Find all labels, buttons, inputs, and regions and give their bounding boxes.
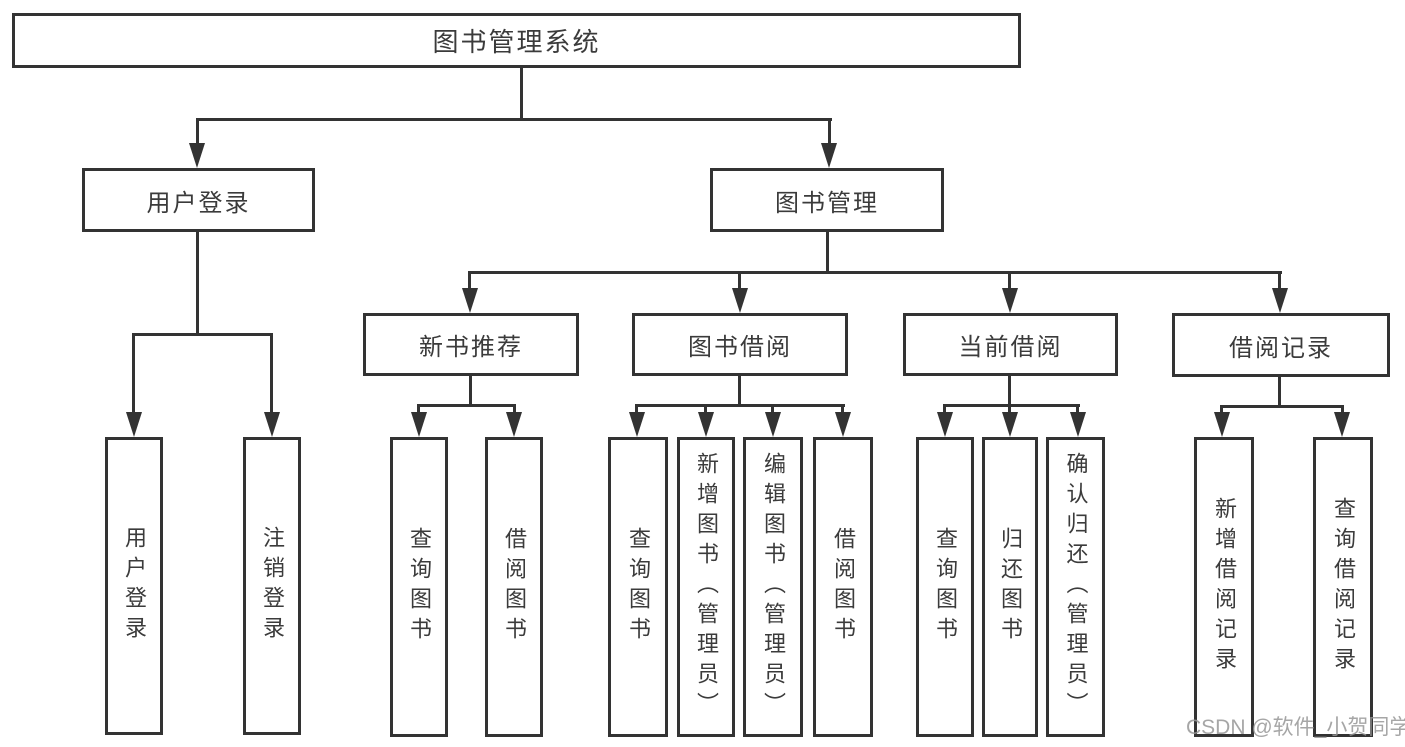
- node-user-login: 用户登录: [82, 168, 315, 232]
- node-label: 用户登录: [146, 189, 251, 217]
- leaf-borrow-books-recommend: 借阅图书: [485, 437, 543, 737]
- connector-line: [1008, 376, 1011, 406]
- leaf-label: 新增图书（管理员）: [694, 452, 719, 722]
- arrow-down-icon: [189, 143, 205, 168]
- node-borrow-records: 借阅记录: [1172, 313, 1390, 377]
- arrow-down-icon: [1214, 412, 1230, 437]
- connector-line: [771, 404, 774, 416]
- connector-line: [943, 404, 1080, 407]
- node-label: 当前借阅: [958, 334, 1063, 361]
- connector-line: [1220, 405, 1344, 408]
- leaf-query-books-borrowing: 查询图书: [608, 437, 668, 737]
- leaf-edit-books-admin: 编辑图书（管理员）: [743, 437, 803, 737]
- connector-line: [417, 404, 516, 407]
- connector-line: [1008, 271, 1011, 291]
- node-label: 图书管理: [775, 189, 879, 217]
- connector-line: [417, 404, 420, 416]
- arrow-down-icon: [1272, 288, 1288, 313]
- connector-line: [196, 118, 199, 146]
- connector-line: [738, 376, 741, 406]
- arrow-down-icon: [126, 412, 142, 437]
- leaf-user-login: 用户登录: [105, 437, 163, 735]
- node-book-borrowing: 图书借阅: [632, 313, 848, 376]
- connector-line: [520, 68, 523, 121]
- leaf-confirm-return-admin: 确认归还（管理员）: [1046, 437, 1105, 737]
- arrow-down-icon: [629, 412, 645, 437]
- arrow-down-icon: [835, 412, 851, 437]
- arrow-down-icon: [1002, 288, 1018, 313]
- leaf-label: 注销登录: [260, 526, 285, 646]
- leaf-label: 新增借阅记录: [1212, 497, 1237, 677]
- connector-line: [1220, 405, 1223, 416]
- connector-line: [704, 404, 707, 416]
- connector-line: [635, 404, 638, 416]
- arrow-down-icon: [937, 412, 953, 437]
- arrow-down-icon: [506, 412, 522, 437]
- leaf-add-borrow-record: 新增借阅记录: [1194, 437, 1254, 737]
- node-label: 借阅记录: [1229, 334, 1333, 362]
- connector-line: [943, 404, 946, 416]
- connector-line: [468, 271, 1282, 274]
- node-label: 图书管理系统: [432, 27, 601, 57]
- leaf-query-books-current: 查询图书: [916, 437, 974, 737]
- leaf-label: 确认归还（管理员）: [1063, 452, 1089, 722]
- connector-line: [1076, 404, 1079, 416]
- leaf-label: 查询图书: [407, 527, 432, 647]
- node-label: 新书推荐: [419, 334, 523, 361]
- leaf-label: 借阅图书: [502, 527, 527, 647]
- arrow-down-icon: [1070, 412, 1086, 437]
- arrow-down-icon: [462, 288, 478, 313]
- leaf-label: 归还图书: [998, 527, 1023, 647]
- connector-line: [469, 376, 472, 406]
- node-current-borrowing: 当前借阅: [903, 313, 1118, 376]
- connector-line: [132, 333, 273, 336]
- connector-line: [738, 271, 741, 291]
- connector-line: [1278, 377, 1281, 406]
- leaf-logout: 注销登录: [243, 437, 301, 735]
- connector-line: [1278, 271, 1281, 291]
- connector-line: [841, 404, 844, 416]
- connector-line: [196, 118, 832, 121]
- leaf-label: 查询图书: [933, 527, 958, 647]
- leaf-label: 编辑图书（管理员）: [761, 452, 786, 722]
- leaf-label: 查询图书: [626, 527, 651, 647]
- node-new-book-recommend: 新书推荐: [363, 313, 579, 376]
- node-label: 图书借阅: [688, 334, 792, 361]
- connector-line: [1341, 405, 1344, 416]
- arrow-down-icon: [264, 412, 280, 437]
- leaf-return-books: 归还图书: [982, 437, 1038, 737]
- arrow-down-icon: [732, 288, 748, 313]
- leaf-label: 查询借阅记录: [1331, 497, 1356, 677]
- connector-line: [826, 232, 829, 273]
- leaf-query-borrow-record: 查询借阅记录: [1313, 437, 1373, 737]
- arrow-down-icon: [411, 412, 427, 437]
- leaf-query-books-recommend: 查询图书: [390, 437, 448, 737]
- connector-line: [635, 404, 845, 407]
- leaf-borrow-books: 借阅图书: [813, 437, 873, 737]
- node-book-management: 图书管理: [710, 168, 944, 232]
- node-library-management-system: 图书管理系统: [12, 13, 1021, 68]
- arrow-down-icon: [821, 143, 837, 168]
- connector-line: [132, 333, 135, 414]
- connector-line: [828, 118, 831, 146]
- leaf-add-books-admin: 新增图书（管理员）: [677, 437, 735, 737]
- connector-line: [1008, 404, 1011, 416]
- arrow-down-icon: [1002, 412, 1018, 437]
- csdn-watermark: CSDN @软件_小贺同学: [1186, 716, 1405, 739]
- connector-line: [513, 404, 516, 416]
- connector-line: [468, 271, 471, 291]
- arrow-down-icon: [698, 412, 714, 437]
- leaf-label: 借阅图书: [831, 527, 856, 647]
- leaf-label: 用户登录: [122, 526, 147, 646]
- arrow-down-icon: [765, 412, 781, 437]
- connector-line: [196, 232, 199, 336]
- arrow-down-icon: [1334, 412, 1350, 437]
- connector-line: [270, 333, 273, 414]
